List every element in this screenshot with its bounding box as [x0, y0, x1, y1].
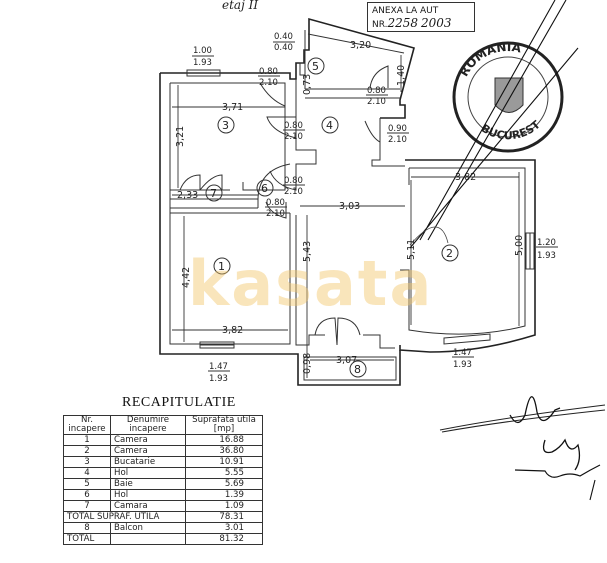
dim-room1-width: 3,82: [222, 325, 243, 336]
dim-room2-height-left: 5,11: [406, 239, 417, 260]
opening-window-room1: 1.47 1.93: [208, 362, 230, 384]
svg-text:2.10: 2.10: [388, 135, 407, 145]
room-marker-1: 1: [213, 257, 231, 275]
annex-nr-prefix: NR.: [372, 20, 388, 30]
svg-text:0.80: 0.80: [284, 176, 303, 186]
svg-text:1.47: 1.47: [209, 362, 228, 372]
walls: [159, 17, 536, 386]
room-marker-7: 7: [205, 184, 223, 202]
svg-text:2: 2: [446, 247, 453, 260]
room-marker-3: 3: [217, 116, 235, 134]
opening-labels: 1.001.93 0.400.40 0.802.10 0.802.10 0.80…: [192, 32, 558, 384]
dim-hall-width: 3,03: [339, 201, 360, 212]
svg-text:4: 4: [326, 119, 333, 132]
dim-balcony-depth: 0,98: [302, 353, 313, 374]
recap-header-row: Nr. incapere Denumire incapere Suprafata…: [63, 415, 263, 435]
dim-balcony-width: 3,07: [336, 355, 357, 366]
recap-table: Nr. incapere Denumire incapere Suprafata…: [63, 415, 263, 545]
annex-year: 2003: [420, 16, 452, 30]
room-marker-8: 8: [349, 360, 367, 378]
dim-bath-width: 3,20: [350, 40, 371, 51]
opening-door-hall6: 0.802.10: [283, 176, 305, 197]
header-area: Suprafata utila [mp]: [185, 415, 263, 435]
opening-door-entrance: 0.902.10: [387, 124, 409, 145]
svg-text:1: 1: [218, 260, 225, 273]
opening-window-room2-bottom: 1.47 1.93: [452, 348, 474, 370]
svg-text:ROMANIA: ROMANIA: [457, 40, 523, 79]
svg-text:1.93: 1.93: [537, 251, 556, 261]
svg-text:1.93: 1.93: [209, 374, 228, 384]
svg-text:2.10: 2.10: [284, 132, 303, 142]
svg-text:1.00: 1.00: [193, 46, 212, 56]
annex-line1: ANEXA LA AUT: [372, 6, 439, 16]
svg-text:7: 7: [210, 187, 217, 200]
annex-stamp-box: ANEXA LA AUT NR.2258 2003: [367, 2, 475, 32]
svg-text:3: 3: [222, 119, 229, 132]
dim-room3-width: 3,71: [222, 102, 243, 113]
dimension-lines: 3,71 3,21 2,33 4,42 3,82 3,03 5,43 0,98 …: [172, 33, 525, 378]
svg-text:BUCUREST: BUCUREST: [479, 118, 543, 142]
opening-door-bath: 0.802.10: [366, 86, 388, 107]
floor-label: etaj II: [222, 0, 258, 12]
svg-text:1.20: 1.20: [537, 238, 556, 248]
dim-room1-height: 4,42: [181, 267, 192, 288]
opening-door-kitchen: 0.802.10: [283, 121, 305, 142]
opening-window-room2-side: 1.20 1.93: [536, 238, 558, 261]
opening-door-room1: 0.802.10: [265, 198, 287, 219]
header-nr: Nr. incapere: [63, 415, 111, 435]
watermark: kasata: [188, 247, 433, 320]
recap-title: RECAPITULATIE: [122, 395, 236, 410]
dim-room3-height: 3,21: [175, 126, 186, 147]
svg-text:1.47: 1.47: [453, 348, 472, 358]
svg-text:0.40: 0.40: [274, 43, 293, 53]
svg-text:2.10: 2.10: [367, 97, 386, 107]
svg-text:1.93: 1.93: [453, 360, 472, 370]
opening-window-room3: 1.00 1.93: [192, 46, 214, 68]
svg-text:0.80: 0.80: [284, 121, 303, 131]
opening-vent-bath: 0.400.40: [273, 32, 295, 53]
dim-room2-width: 3,82: [455, 172, 476, 183]
annex-number: 2258: [387, 16, 419, 30]
opening-door-room3-top: 0.802.10: [258, 67, 280, 88]
svg-text:0.40: 0.40: [274, 32, 293, 42]
svg-text:0.80: 0.80: [259, 67, 278, 77]
svg-text:2.10: 2.10: [259, 78, 278, 88]
doors: [179, 65, 389, 346]
room-marker-5: 5: [307, 57, 325, 75]
svg-text:2.10: 2.10: [284, 187, 303, 197]
room-marker-2: 2: [441, 244, 459, 262]
room-marker-6: 6: [256, 179, 274, 197]
svg-text:0.90: 0.90: [388, 124, 407, 134]
dim-room2-height-right: 5,00: [514, 235, 525, 256]
svg-text:5: 5: [312, 60, 319, 73]
notary-stamp: ROMANIA BUCUREST: [409, 0, 579, 249]
dim-bath-left: 0,73: [302, 74, 313, 95]
svg-text:1.93: 1.93: [193, 58, 212, 68]
room-marker-4: 4: [321, 116, 339, 134]
signatures: [439, 396, 606, 501]
svg-text:8: 8: [354, 363, 361, 376]
header-name: Denumire incapere: [110, 415, 186, 435]
svg-text:0.80: 0.80: [367, 86, 386, 96]
dim-hall-height: 5,43: [302, 241, 313, 262]
windows: [186, 62, 535, 349]
svg-text:6: 6: [261, 182, 268, 195]
dim-bath-depth: 1,40: [396, 65, 407, 86]
room-markers: 1 2 3 4 5 6 7 8: [205, 57, 459, 378]
dim-room7-width: 2,33: [177, 190, 198, 201]
svg-text:0.80: 0.80: [266, 198, 285, 208]
svg-text:2.10: 2.10: [266, 209, 285, 219]
